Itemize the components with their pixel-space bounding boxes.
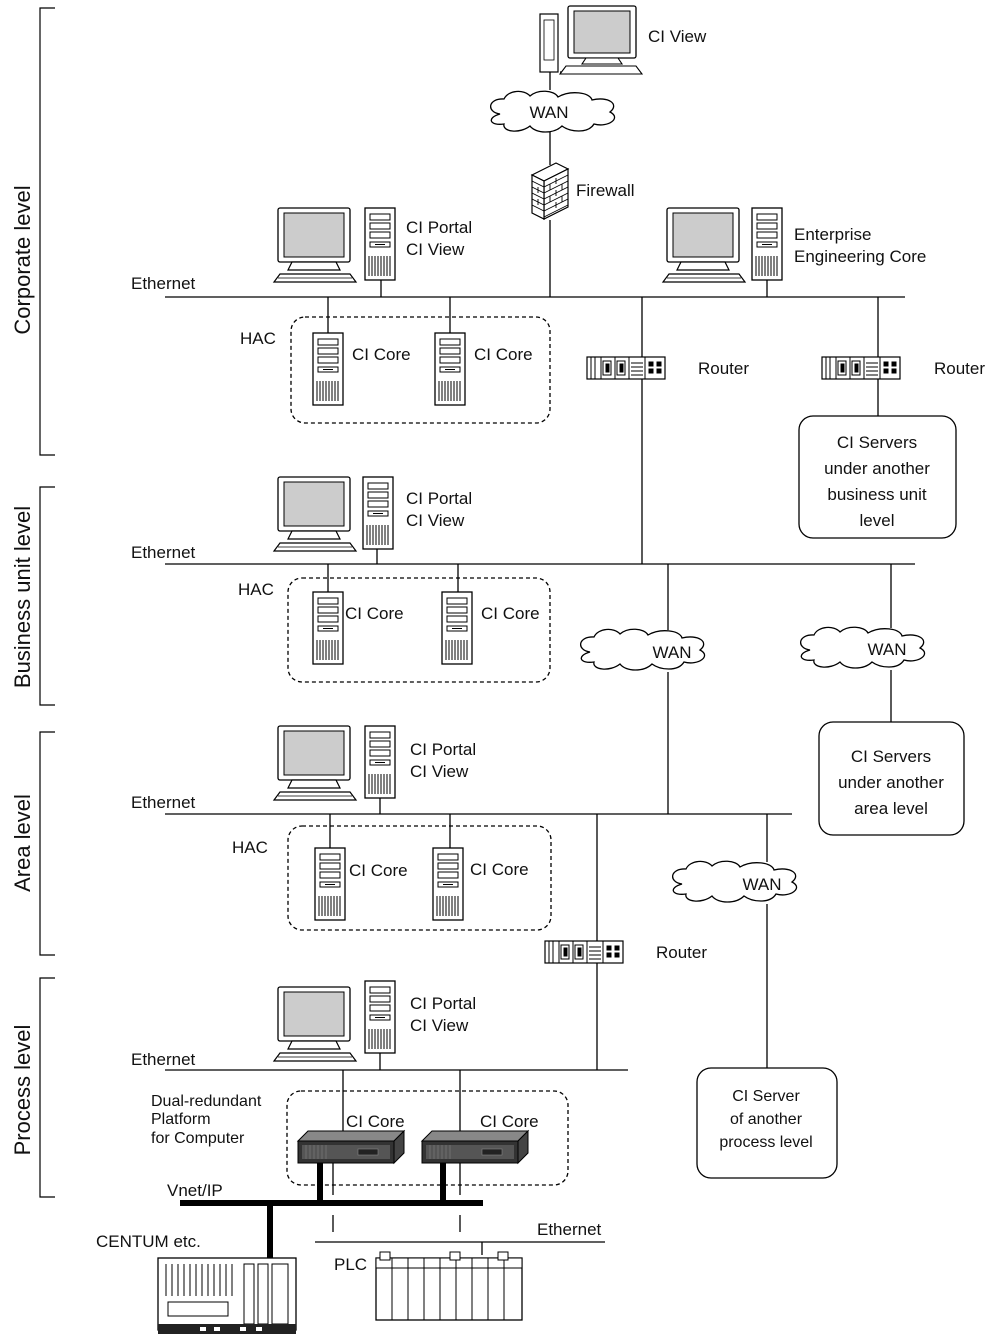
firewall-icon bbox=[531, 162, 569, 220]
process-level-label: Process level bbox=[10, 1025, 35, 1156]
proc-ci-core-1-label: CI Core bbox=[346, 1112, 405, 1131]
corp-portal-server-icon bbox=[364, 207, 396, 281]
area-ci-core-1-label: CI Core bbox=[349, 861, 408, 880]
corp-ci-core-2-label: CI Core bbox=[474, 345, 533, 364]
proc-portal-server-icon bbox=[364, 980, 396, 1054]
area-servers-label-2: under another bbox=[838, 773, 944, 792]
proc-portal-monitor-icon bbox=[273, 986, 357, 1062]
plc-icon bbox=[375, 1251, 523, 1321]
area-ci-core-2-icon bbox=[432, 847, 464, 921]
corp-hac-group bbox=[290, 316, 551, 424]
area-portal-monitor-icon bbox=[273, 725, 357, 801]
bu-servers-label-2: under another bbox=[824, 459, 930, 478]
corp-ci-core-2-icon bbox=[434, 332, 466, 406]
area-hac-label: HAC bbox=[232, 838, 268, 857]
area-ci-portal-label: CI Portal bbox=[410, 740, 476, 759]
wan-area-label: WAN bbox=[742, 875, 781, 894]
process-server-box bbox=[696, 1067, 838, 1179]
bu-portal-server-icon bbox=[362, 476, 394, 550]
centum-controller-icon bbox=[157, 1257, 297, 1334]
plc-ethernet-label: Ethernet bbox=[537, 1220, 602, 1239]
top-ci-view-tower-icon bbox=[539, 13, 559, 73]
corp-router-2-icon bbox=[821, 356, 901, 380]
bu-servers-box bbox=[798, 415, 957, 539]
bu-ethernet-label: Ethernet bbox=[131, 543, 196, 562]
corp-ci-portal-label: CI Portal bbox=[406, 218, 472, 237]
corporate-level-label: Corporate level bbox=[10, 185, 35, 334]
corp-ethernet-label: Ethernet bbox=[131, 274, 196, 293]
corp-router-1-icon bbox=[586, 356, 666, 380]
area-level-label: Area level bbox=[10, 794, 35, 892]
area-servers-box bbox=[818, 721, 965, 836]
proc-ci-view-label: CI View bbox=[410, 1016, 469, 1035]
corp-ci-view-label: CI View bbox=[406, 240, 465, 259]
bu-hac-label: HAC bbox=[238, 580, 274, 599]
proc-ci-portal-label: CI Portal bbox=[410, 994, 476, 1013]
bu-ci-core-1-icon bbox=[312, 591, 344, 665]
corp-portal-monitor-icon bbox=[273, 207, 357, 283]
bu-servers-label-4: level bbox=[860, 511, 895, 530]
proc-ci-core-1-platform-icon bbox=[297, 1130, 405, 1164]
corp-router-1-label: Router bbox=[698, 359, 749, 378]
dual-label-1: Dual-redundant bbox=[151, 1093, 262, 1110]
bu-ci-core-2-label: CI Core bbox=[481, 604, 540, 623]
corp-router-2-label: Router bbox=[934, 359, 985, 378]
bu-ci-core-1-label: CI Core bbox=[345, 604, 404, 623]
area-servers-label-3: area level bbox=[854, 799, 928, 818]
bu-ci-core-2-icon bbox=[441, 591, 473, 665]
bu-ci-portal-label: CI Portal bbox=[406, 489, 472, 508]
process-server-label-2: of another bbox=[730, 1111, 803, 1128]
business-unit-level-label: Business unit level bbox=[10, 506, 35, 688]
proc-ci-core-2-label: CI Core bbox=[480, 1112, 539, 1131]
enterprise-label-2: Engineering Core bbox=[794, 247, 926, 266]
level-brackets bbox=[39, 7, 55, 1198]
top-ci-view-monitor-icon bbox=[558, 5, 644, 75]
area-router-label: Router bbox=[656, 943, 707, 962]
proc-ci-core-2-platform-icon bbox=[421, 1130, 529, 1164]
dual-label-2: Platform bbox=[151, 1111, 211, 1128]
bu-servers-label-1: CI Servers bbox=[837, 433, 917, 452]
top-ci-view-label: CI View bbox=[648, 27, 707, 46]
area-ci-core-1-icon bbox=[314, 847, 346, 921]
centum-label: CENTUM etc. bbox=[96, 1232, 201, 1251]
bu-hac-group bbox=[287, 577, 551, 683]
enterprise-server-icon bbox=[751, 207, 783, 281]
area-servers-label-1: CI Servers bbox=[851, 747, 931, 766]
bu-servers-label-3: business unit bbox=[827, 485, 927, 504]
bu-portal-monitor-icon bbox=[273, 476, 357, 552]
wan-bu-2-label: WAN bbox=[867, 640, 906, 659]
enterprise-label-1: Enterprise bbox=[794, 225, 871, 244]
proc-redundant-group bbox=[286, 1090, 569, 1186]
plc-label: PLC bbox=[334, 1255, 367, 1274]
network-lines bbox=[165, 71, 915, 1258]
bu-ci-view-label: CI View bbox=[406, 511, 465, 530]
area-ci-view-label: CI View bbox=[410, 762, 469, 781]
enterprise-monitor-icon bbox=[662, 207, 746, 283]
area-ethernet-label: Ethernet bbox=[131, 793, 196, 812]
vnet-label: Vnet/IP bbox=[167, 1181, 223, 1200]
process-server-label-3: process level bbox=[719, 1134, 812, 1151]
wan-bu-1-label: WAN bbox=[652, 643, 691, 662]
area-portal-server-icon bbox=[364, 725, 396, 799]
corp-ci-core-1-icon bbox=[312, 332, 344, 406]
firewall-label: Firewall bbox=[576, 181, 635, 200]
dual-label-3: for Computer bbox=[151, 1130, 245, 1147]
area-hac-group bbox=[287, 825, 552, 931]
process-server-label-1b: CI Server bbox=[732, 1088, 800, 1105]
area-router-icon bbox=[544, 940, 624, 964]
corp-hac-label: HAC bbox=[240, 329, 276, 348]
proc-ethernet-label: Ethernet bbox=[131, 1050, 196, 1069]
corp-ci-core-1-label: CI Core bbox=[352, 345, 411, 364]
wan-top-label: WAN bbox=[529, 103, 568, 122]
area-ci-core-2-label: CI Core bbox=[470, 860, 529, 879]
